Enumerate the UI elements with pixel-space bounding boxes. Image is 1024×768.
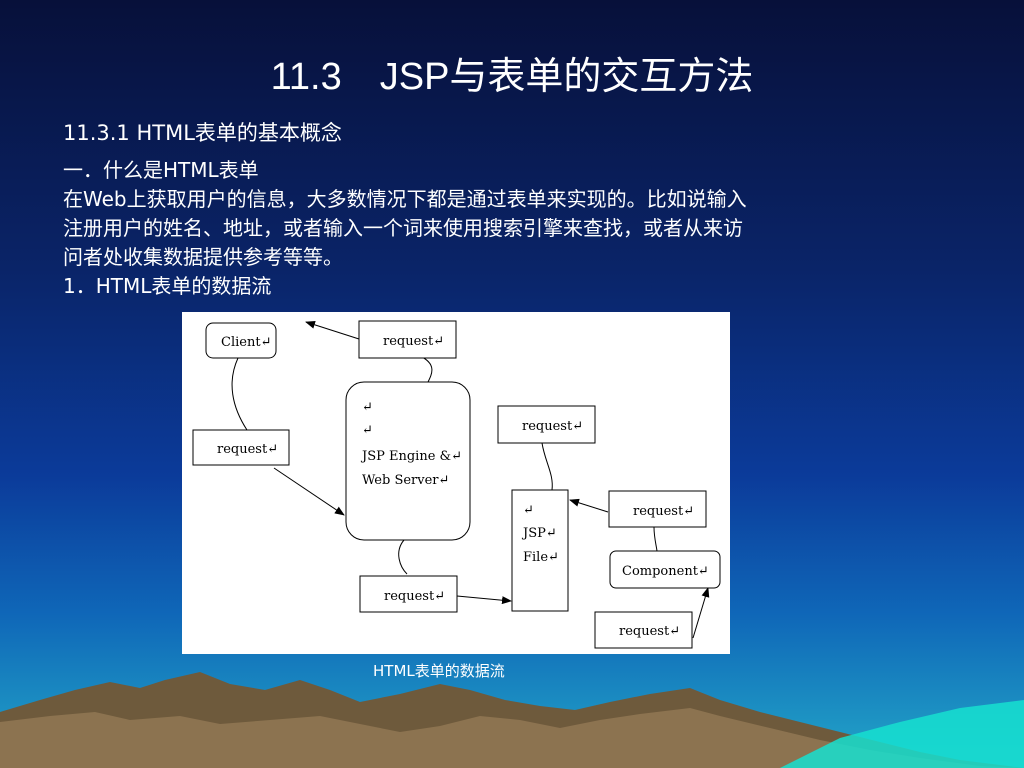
arrow-to-component <box>692 587 710 639</box>
client-box: Client↵ <box>205 322 277 359</box>
return-mark: ↵ <box>669 624 680 639</box>
request-box: request↵ <box>359 575 458 613</box>
data-flow-diagram: Client↵ request↵ request↵ ↵ ↵ JSP Engine… <box>182 312 730 654</box>
section-heading: 11.3.1 HTML表单的基本概念 <box>63 121 342 145</box>
jsp-file-box: ↵ JSP↵ File↵ <box>511 489 569 612</box>
svg-text:JSP Engine &↵: JSP Engine &↵ <box>360 449 462 464</box>
engine-label-line-1: JSP Engine & <box>360 449 451 464</box>
body-line: 一．什么是HTML表单 <box>63 158 259 182</box>
svg-text:request↵: request↵ <box>217 442 278 457</box>
return-mark: ↵ <box>523 503 534 518</box>
arrow-to-client <box>305 320 360 340</box>
svg-text:request↵: request↵ <box>383 334 444 349</box>
jsp-engine-box: ↵ ↵ JSP Engine &↵ Web Server↵ <box>345 381 471 541</box>
engine-label-line-2: Web Server <box>362 473 439 488</box>
body-line: 问者处收集数据提供参考等等。 <box>63 245 343 269</box>
return-mark: ↵ <box>451 449 462 464</box>
mountain-range-front <box>0 708 1024 768</box>
svg-text:Component↵: Component↵ <box>622 564 709 579</box>
svg-text:Web Server↵: Web Server↵ <box>362 473 449 488</box>
request-label: request <box>383 334 434 349</box>
connector-client-request <box>231 357 248 431</box>
svg-text:Client↵: Client↵ <box>221 335 271 350</box>
return-mark: ↵ <box>267 442 278 457</box>
request-label: request <box>619 624 670 639</box>
return-mark: ↵ <box>362 423 373 438</box>
connector-request-engine <box>419 355 433 383</box>
return-mark: ↵ <box>546 526 557 541</box>
jsp-file-label-line-1: JSP <box>521 526 546 541</box>
arrow-to-jspfile-from-right <box>569 498 609 513</box>
return-mark: ↵ <box>698 564 709 579</box>
diagram-caption: HTML表单的数据流 <box>373 662 505 680</box>
return-mark: ↵ <box>548 550 559 565</box>
connector-engine-request <box>398 539 408 575</box>
jsp-file-label-line-2: File <box>523 550 548 565</box>
slide-title: 11.3 JSP与表单的交互方法 <box>270 56 754 98</box>
component-box: Component↵ <box>609 550 721 589</box>
arrow-to-jspfile <box>456 595 512 605</box>
request-label: request <box>384 589 435 604</box>
connector-request-jspfile <box>541 442 553 491</box>
connector-request-component <box>653 526 658 552</box>
request-label: request <box>217 442 268 457</box>
request-box: request↵ <box>497 405 596 444</box>
client-label: Client <box>221 335 261 350</box>
return-mark: ↵ <box>433 334 444 349</box>
body-line: 1．HTML表单的数据流 <box>63 274 272 298</box>
return-mark: ↵ <box>362 400 373 415</box>
return-mark: ↵ <box>261 335 272 350</box>
request-box: request↵ <box>608 490 707 528</box>
request-label: request <box>522 419 573 434</box>
water <box>780 700 1024 768</box>
svg-text:JSP↵: JSP↵ <box>521 526 557 541</box>
return-mark: ↵ <box>683 504 694 519</box>
svg-text:File↵: File↵ <box>523 550 559 565</box>
return-mark: ↵ <box>572 419 583 434</box>
svg-text:request↵: request↵ <box>633 504 694 519</box>
arrow-to-engine <box>273 467 345 516</box>
request-box: request↵ <box>192 429 290 466</box>
request-box: request↵ <box>358 320 457 359</box>
body-line: 在Web上获取用户的信息，大多数情况下都是通过表单来实现的。比如说输入 <box>63 187 747 211</box>
request-label: request <box>633 504 684 519</box>
svg-text:request↵: request↵ <box>384 589 445 604</box>
body-text: 一．什么是HTML表单 在Web上获取用户的信息，大多数情况下都是通过表单来实现… <box>63 156 953 301</box>
return-mark: ↵ <box>434 589 445 604</box>
request-box: request↵ <box>594 611 693 649</box>
body-line: 注册用户的姓名、地址，或者输入一个词来使用搜索引擎来查找，或者从来访 <box>63 216 743 240</box>
return-mark: ↵ <box>439 473 450 488</box>
svg-text:request↵: request↵ <box>522 419 583 434</box>
component-label: Component <box>622 564 699 579</box>
svg-text:request↵: request↵ <box>619 624 680 639</box>
